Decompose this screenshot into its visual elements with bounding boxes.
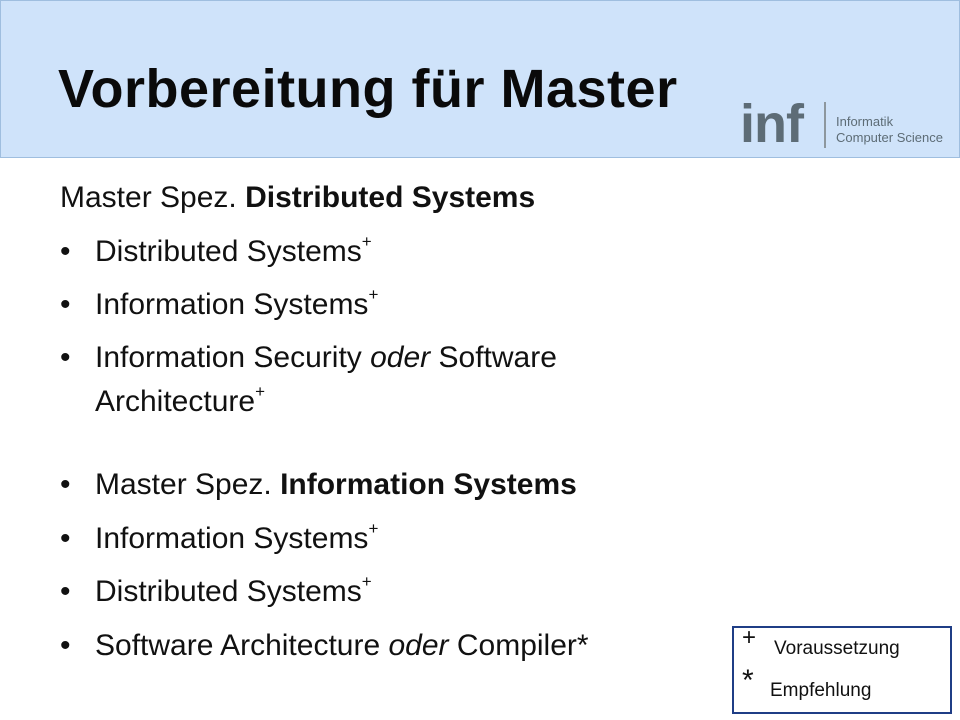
logo-line-2: Computer Science — [836, 130, 943, 145]
logo-divider — [824, 102, 826, 148]
inf-logo: inf Informatik Computer Science — [740, 94, 950, 154]
item-text: Information Systems — [95, 288, 369, 321]
list-item-continuation: Architecture+ — [95, 382, 266, 420]
legend-plus-label: Voraussetzung — [774, 638, 900, 659]
item-sup: + — [255, 382, 266, 401]
logo-line-1: Informatik — [836, 114, 894, 129]
item-text: Software Architecture — [95, 629, 389, 662]
list-item: Information Security oder Software — [95, 340, 557, 376]
legend-star-label: Empfehlung — [770, 680, 872, 701]
section1-heading: Master Spez. Distributed Systems — [60, 180, 535, 216]
item-text: Distributed Systems — [95, 235, 362, 268]
bullet: • — [60, 288, 71, 321]
bullet: • — [60, 522, 71, 555]
section1-prefix: Master Spez. — [60, 181, 246, 214]
legend-plus-symbol: + — [742, 624, 757, 651]
legend-star-symbol: * — [742, 664, 754, 697]
list-item: Distributed Systems+ — [95, 232, 372, 270]
bullet: • — [60, 575, 71, 608]
item-connector: oder — [370, 341, 431, 374]
list-item: Information Systems+ — [95, 519, 379, 557]
item-text: Information Security — [95, 341, 371, 374]
item-connector: oder — [388, 629, 449, 662]
list-item: Software Architecture oder Compiler* — [95, 628, 589, 664]
item-text: Distributed Systems — [95, 575, 362, 608]
list-item: Distributed Systems+ — [95, 572, 372, 610]
title-bar — [0, 0, 960, 158]
item-sup: + — [361, 572, 372, 591]
section2-heading: Master Spez. Information Systems — [95, 467, 577, 503]
legend-box: + Voraussetzung * Empfehlung — [732, 624, 952, 714]
item-sup: + — [361, 232, 372, 251]
list-item: Information Systems+ — [95, 285, 379, 323]
item-sup: + — [368, 285, 379, 304]
bullet: • — [60, 468, 71, 501]
section2-name: Information Systems — [280, 468, 577, 501]
logo-caption: Informatik Computer Science — [836, 114, 943, 146]
bullet: • — [60, 235, 71, 268]
bullet: • — [60, 629, 71, 662]
section2-prefix: Master Spez. — [95, 468, 281, 501]
item-text: Architecture — [95, 385, 256, 418]
item-text: Compiler* — [448, 629, 589, 662]
item-text: Information Systems — [95, 522, 369, 555]
item-sup: + — [368, 519, 379, 538]
bullet: • — [60, 341, 71, 374]
section1-name: Distributed Systems — [245, 181, 536, 214]
item-text: Software — [430, 341, 557, 374]
slide-title: Vorbereitung für Master — [58, 59, 678, 119]
logo-mark: inf — [740, 94, 804, 154]
